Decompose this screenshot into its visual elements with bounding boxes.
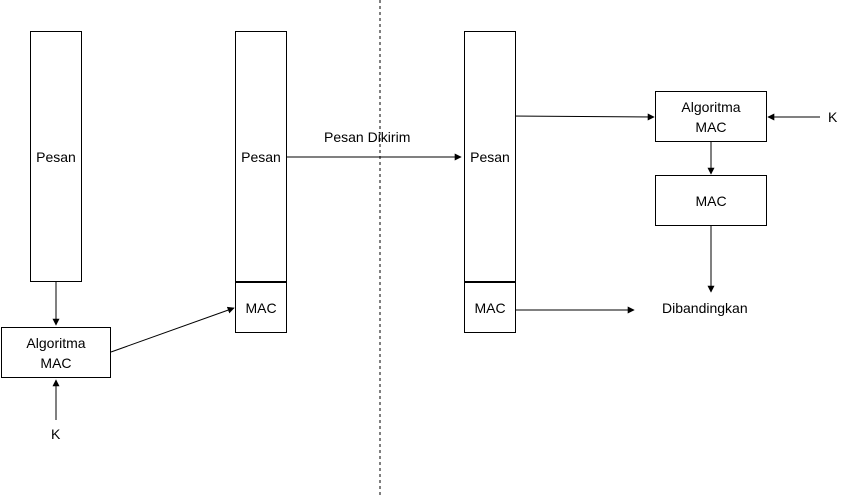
computed-mac-box: MAC [655, 175, 767, 226]
sender-key-label: K [51, 426, 61, 442]
sender-message-box: Pesan [30, 31, 82, 282]
arrow-algorithm-to-mac [110, 306, 235, 353]
received-mac-label: MAC [474, 299, 506, 316]
receiver-algorithm-label: Algoritma MAC [681, 98, 741, 135]
arrow-received-message-to-algorithm [508, 113, 655, 121]
received-message-label: Pesan [470, 148, 510, 165]
received-message-box: Pesan [464, 31, 516, 282]
compare-label: Dibandingkan [662, 300, 748, 316]
transmitted-message-label: Pesan [241, 148, 281, 165]
computed-mac-label: MAC [695, 192, 727, 209]
sender-message-label: Pesan [36, 148, 76, 165]
channel-label: Pesan Dikirim [324, 129, 411, 145]
transmitted-message-box: Pesan [235, 31, 287, 282]
receiver-algorithm-box: Algoritma MAC [655, 91, 767, 142]
sender-algorithm-label: Algoritma MAC [26, 334, 86, 371]
sender-algorithm-box: Algoritma MAC [1, 327, 111, 378]
receiver-key-label: K [828, 109, 838, 125]
transmitted-mac-label: MAC [245, 299, 277, 316]
received-mac-box: MAC [464, 282, 516, 333]
transmitted-mac-box: MAC [235, 282, 287, 333]
